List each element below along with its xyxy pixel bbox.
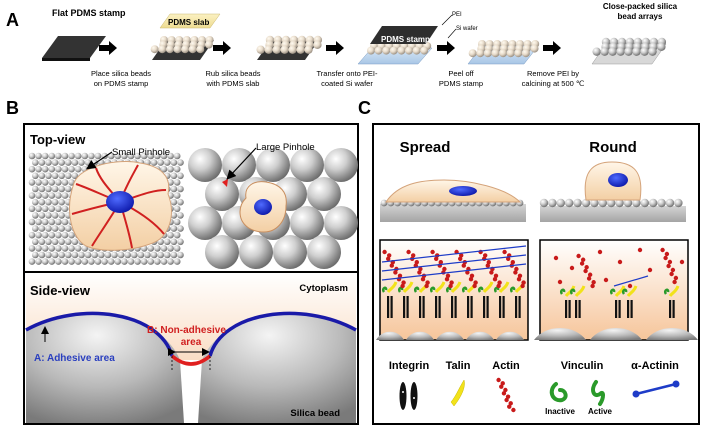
silica-bead-left xyxy=(26,313,184,423)
spread-substrate xyxy=(380,204,526,222)
panel-a-process-illustrations xyxy=(42,13,667,65)
legend-actinin-label: α-Actinin xyxy=(631,360,679,372)
legend-talin-label: Talin xyxy=(446,360,471,372)
nucleus-top-round xyxy=(254,199,272,215)
small-pinhole-arrow xyxy=(86,151,113,170)
flat-stamp-label: Flat PDMS stamp xyxy=(52,8,126,18)
step2-caption-line2: with PDMS slab xyxy=(206,79,260,88)
round-title: Round xyxy=(589,139,636,156)
pdms-slab-label: PDMS slab xyxy=(168,18,209,27)
panel-b: B Top-view xyxy=(6,98,359,425)
vinculin-inactive-label: Inactive xyxy=(545,407,575,416)
adhesive-label: A: Adhesive area xyxy=(34,353,115,364)
large-pinhole-arrow xyxy=(226,147,257,180)
top-view-title: Top-view xyxy=(30,132,86,147)
legend-vinculin-label: Vinculin xyxy=(561,360,604,372)
nucleus-top-spread xyxy=(106,191,134,213)
panel-b-letter: B xyxy=(6,98,19,118)
pdms-stamp-label: PDMS stamp xyxy=(381,35,430,44)
large-pinhole-label: Large Pinhole xyxy=(256,142,315,153)
round-nucleus xyxy=(608,173,628,187)
small-pinhole-label: Small Pinhole xyxy=(112,147,170,158)
panel-a: A Flat PDMS stamp PDMS slab PDMS stamp P… xyxy=(6,2,678,88)
vinculin-active-label: Active xyxy=(588,407,613,416)
spread-title: Spread xyxy=(400,139,451,156)
round-adhesion-molecules xyxy=(534,247,698,340)
side-view-illustration: Side-view Cytoplasm B: Non-adhesive area… xyxy=(25,273,357,423)
step1-caption-line2: on PDMS stamp xyxy=(94,79,149,88)
non-adhesive-edge xyxy=(170,354,212,366)
vinculin-inactive-icon xyxy=(549,382,568,403)
adhesive-edge-left xyxy=(25,311,174,357)
pei-label: PEI xyxy=(452,12,462,18)
legend-actin-label: Actin xyxy=(492,360,520,372)
panel-c-letter: C xyxy=(358,98,371,118)
silica-bead-right xyxy=(198,313,356,423)
silica-bead-label: Silica bead xyxy=(290,408,340,419)
actin-icon xyxy=(496,377,516,413)
panel-a-letter: A xyxy=(6,10,19,30)
spread-zoom-box xyxy=(376,239,529,341)
round-bead-row xyxy=(539,198,683,208)
step5-caption-line2: calcining at 500 ℃ xyxy=(522,79,585,88)
step3-caption-line2: coated Si wafer xyxy=(321,79,373,88)
integrin-icon xyxy=(399,382,418,410)
top-view-illustration: Top-view Small Pinhole Large Pinhole xyxy=(28,132,358,269)
adhesive-edge-right xyxy=(208,311,357,357)
large-pinhole-mark xyxy=(222,179,228,187)
actinin-icon xyxy=(632,380,680,398)
step4-caption-line1: Peel off xyxy=(448,69,474,78)
round-zoom-box xyxy=(534,239,698,341)
non-adhesive-label: B: Non-adhesive xyxy=(147,325,226,336)
side-view-title: Side-view xyxy=(30,283,91,298)
spread-nucleus xyxy=(449,186,477,196)
talin-icon xyxy=(450,379,465,407)
non-adhesive-label-line2: area xyxy=(181,337,202,348)
cytoplasm-label: Cytoplasm xyxy=(299,283,348,294)
step4-caption-line2: PDMS stamp xyxy=(439,79,483,88)
legend-integrin-label: Integrin xyxy=(389,360,430,372)
step1-caption-line1: Place silica beads xyxy=(91,69,151,78)
panel-c: C Spread Round Integrin Talin Actin Vinc… xyxy=(358,98,700,425)
round-substrate xyxy=(540,206,686,222)
step3-caption-line1: Transfer onto PEI- xyxy=(317,69,378,78)
final-array-label-line1: Close-packed silica xyxy=(603,2,678,11)
step5-caption-line1: Remove PEI by xyxy=(527,69,579,78)
final-array-label-line2: bead arrays xyxy=(618,12,663,21)
si-wafer-label: Si wafer xyxy=(456,26,478,32)
step2-caption-line1: Rub silica beads xyxy=(205,69,260,78)
vinculin-active-icon xyxy=(591,380,605,406)
molecule-legend: Integrin Talin Actin Vinculin α-Actinin … xyxy=(389,360,680,416)
spread-adhesion-molecules xyxy=(376,245,527,340)
